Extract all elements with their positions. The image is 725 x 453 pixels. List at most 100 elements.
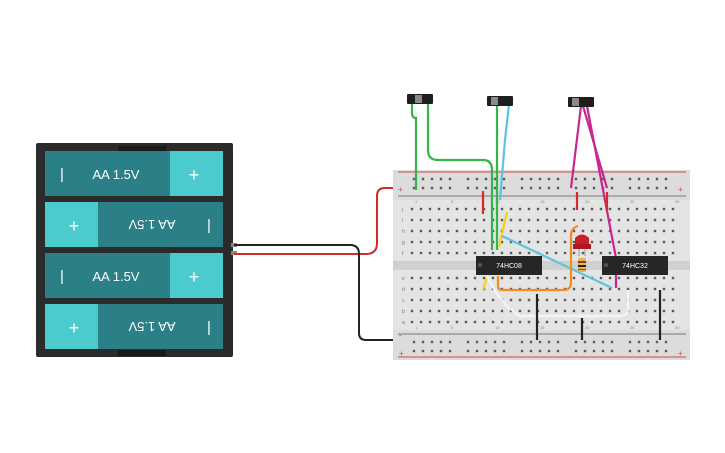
breadboard-hole[interactable] — [520, 177, 524, 181]
breadboard-hole[interactable] — [518, 229, 522, 233]
breadboard-hole[interactable] — [572, 218, 576, 222]
breadboard-hole[interactable] — [428, 251, 432, 255]
breadboard-hole[interactable] — [482, 298, 486, 302]
breadboard-hole[interactable] — [437, 287, 441, 291]
breadboard-hole[interactable] — [617, 240, 621, 244]
breadboard-hole[interactable] — [509, 229, 513, 233]
breadboard-hole[interactable] — [655, 177, 659, 181]
breadboard-hole[interactable] — [664, 186, 668, 190]
breadboard-hole[interactable] — [448, 177, 452, 181]
breadboard-hole[interactable] — [644, 229, 648, 233]
breadboard-hole[interactable] — [491, 276, 495, 280]
breadboard-hole[interactable] — [538, 340, 542, 344]
breadboard-hole[interactable] — [509, 276, 513, 280]
breadboard-hole[interactable] — [464, 287, 468, 291]
breadboard-hole[interactable] — [617, 229, 621, 233]
wire-red-battery-positive[interactable] — [234, 187, 407, 255]
breadboard-hole[interactable] — [644, 240, 648, 244]
breadboard-hole[interactable] — [412, 349, 416, 353]
slide-switch-3[interactable] — [568, 97, 594, 107]
breadboard-hole[interactable] — [509, 218, 513, 222]
breadboard-hole[interactable] — [626, 207, 630, 211]
breadboard-hole[interactable] — [484, 349, 488, 353]
breadboard-hole[interactable] — [628, 349, 632, 353]
breadboard-hole[interactable] — [590, 320, 594, 324]
breadboard-hole[interactable] — [583, 186, 587, 190]
breadboard-hole[interactable] — [617, 251, 621, 255]
breadboard-hole[interactable] — [572, 298, 576, 302]
breadboard-hole[interactable] — [502, 177, 506, 181]
breadboard-hole[interactable] — [446, 287, 450, 291]
breadboard-hole[interactable] — [635, 229, 639, 233]
breadboard-hole[interactable] — [493, 177, 497, 181]
breadboard-hole[interactable] — [581, 251, 585, 255]
breadboard-hole[interactable] — [428, 320, 432, 324]
breadboard-hole[interactable] — [518, 276, 522, 280]
breadboard-hole[interactable] — [644, 309, 648, 313]
breadboard-hole[interactable] — [545, 276, 549, 280]
breadboard-hole[interactable] — [473, 251, 477, 255]
breadboard-hole[interactable] — [439, 340, 443, 344]
breadboard-hole[interactable] — [509, 320, 513, 324]
breadboard-hole[interactable] — [419, 218, 423, 222]
breadboard-hole[interactable] — [599, 229, 603, 233]
breadboard-hole[interactable] — [428, 229, 432, 233]
breadboard-hole[interactable] — [518, 240, 522, 244]
breadboard-hole[interactable] — [592, 186, 596, 190]
breadboard-hole[interactable] — [428, 309, 432, 313]
breadboard-hole[interactable] — [572, 309, 576, 313]
breadboard-hole[interactable] — [635, 287, 639, 291]
battery-cell[interactable]: | AA 1.5V + — [45, 253, 223, 298]
breadboard-hole[interactable] — [608, 298, 612, 302]
breadboard-hole[interactable] — [644, 287, 648, 291]
breadboard-hole[interactable] — [529, 349, 533, 353]
breadboard-hole[interactable] — [601, 177, 605, 181]
battery-cell[interactable]: | AA 1.5V + — [45, 151, 223, 196]
breadboard-hole[interactable] — [502, 349, 506, 353]
breadboard-hole[interactable] — [563, 251, 567, 255]
breadboard-hole[interactable] — [554, 240, 558, 244]
breadboard-hole[interactable] — [572, 229, 576, 233]
breadboard-hole[interactable] — [527, 218, 531, 222]
breadboard-hole[interactable] — [626, 251, 630, 255]
breadboard-hole[interactable] — [464, 240, 468, 244]
breadboard-hole[interactable] — [538, 186, 542, 190]
breadboard-hole[interactable] — [482, 309, 486, 313]
breadboard-hole[interactable] — [509, 207, 513, 211]
breadboard-hole[interactable] — [502, 340, 506, 344]
breadboard-hole[interactable] — [583, 340, 587, 344]
breadboard-hole[interactable] — [446, 240, 450, 244]
breadboard-hole[interactable] — [412, 340, 416, 344]
breadboard-hole[interactable] — [554, 207, 558, 211]
breadboard-hole[interactable] — [635, 298, 639, 302]
breadboard-hole[interactable] — [419, 287, 423, 291]
breadboard-hole[interactable] — [412, 177, 416, 181]
breadboard-hole[interactable] — [473, 229, 477, 233]
breadboard-hole[interactable] — [518, 309, 522, 313]
breadboard-hole[interactable] — [592, 177, 596, 181]
breadboard-hole[interactable] — [590, 251, 594, 255]
breadboard-hole[interactable] — [446, 309, 450, 313]
breadboard-hole[interactable] — [617, 276, 621, 280]
breadboard-hole[interactable] — [518, 207, 522, 211]
breadboard-hole[interactable] — [599, 276, 603, 280]
breadboard-hole[interactable] — [410, 309, 414, 313]
breadboard-hole[interactable] — [536, 229, 540, 233]
breadboard-hole[interactable] — [518, 218, 522, 222]
switch-toggle[interactable] — [572, 98, 579, 106]
breadboard-hole[interactable] — [500, 320, 504, 324]
breadboard-hole[interactable] — [475, 340, 479, 344]
breadboard-hole[interactable] — [590, 287, 594, 291]
breadboard-hole[interactable] — [590, 207, 594, 211]
breadboard-hole[interactable] — [466, 349, 470, 353]
breadboard-hole[interactable] — [412, 186, 416, 190]
breadboard-hole[interactable] — [529, 177, 533, 181]
breadboard-hole[interactable] — [563, 229, 567, 233]
breadboard-hole[interactable] — [428, 287, 432, 291]
breadboard-hole[interactable] — [637, 186, 641, 190]
breadboard-hole[interactable] — [419, 276, 423, 280]
breadboard-hole[interactable] — [563, 276, 567, 280]
breadboard-hole[interactable] — [527, 309, 531, 313]
breadboard-hole[interactable] — [410, 218, 414, 222]
breadboard-hole[interactable] — [671, 229, 675, 233]
